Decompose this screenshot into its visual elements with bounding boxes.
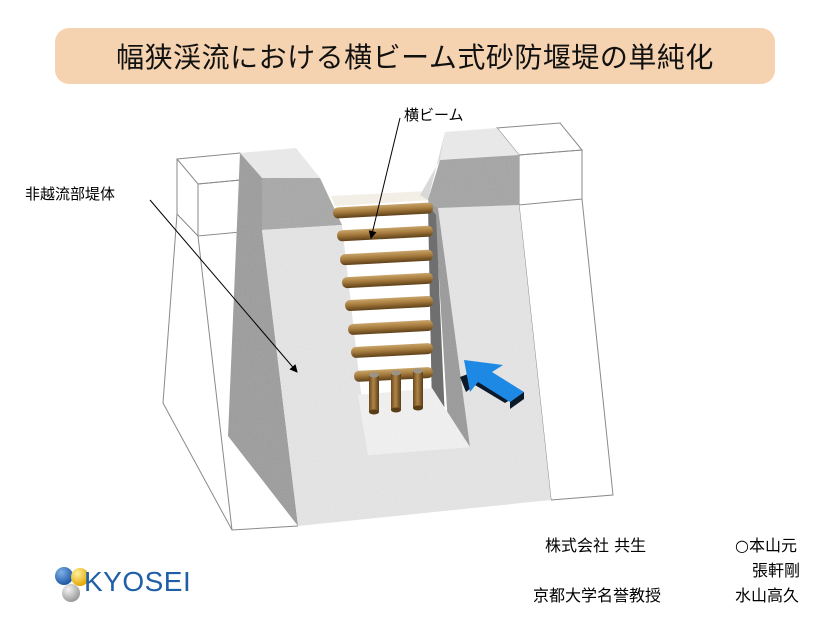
- dam-body-label: 非越流部堤体: [25, 185, 116, 203]
- vertical-piles: [369, 368, 423, 415]
- slide-title-banner: 幅狭渓流における横ビーム式砂防堰堤の単純化: [55, 28, 775, 84]
- credit-company: 株式会社 共生: [545, 536, 647, 555]
- pile-1: [369, 375, 379, 412]
- credit-university: 京都大学名誉教授: [533, 586, 662, 605]
- beam-leader-line: [368, 117, 401, 239]
- beam-label: 横ビーム: [404, 106, 464, 124]
- notch-right-wall-dark: [428, 205, 445, 420]
- dam-body-leader-line: [149, 199, 298, 373]
- logo-ball-yellow: [71, 568, 89, 586]
- slide-title: 幅狭渓流における横ビーム式砂防堰堤の単純化: [116, 41, 714, 74]
- beam-4: [342, 272, 433, 289]
- dam-front-face: [262, 205, 551, 526]
- beam-5: [345, 295, 433, 312]
- credit-author-1: ○本山元: [735, 536, 797, 555]
- left-pier-side-face: [228, 153, 298, 526]
- kyosei-logo: [55, 567, 89, 602]
- right-pier-slope: [428, 155, 519, 208]
- beam-3: [340, 249, 433, 266]
- notch-floor: [358, 388, 470, 455]
- beam-7: [351, 343, 434, 358]
- beam-6: [348, 320, 434, 335]
- logo-ball-blue: [55, 567, 73, 585]
- right-pier-slope-front: [420, 132, 445, 200]
- credit-author-2: 張軒剛: [752, 561, 801, 580]
- flow-direction-arrow: [460, 360, 524, 409]
- pile-2: [391, 373, 401, 410]
- left-pier-slope: [262, 178, 342, 230]
- logo-text: KYOSEI: [84, 566, 192, 597]
- logo-ball-gray: [62, 584, 80, 602]
- left-pier-top: [240, 148, 320, 178]
- beam-1: [333, 202, 433, 219]
- notch-right-wall: [428, 200, 470, 447]
- credit-author-3: 水山高久: [735, 586, 800, 605]
- beam-2: [337, 225, 433, 242]
- notch-back-rim: [331, 191, 432, 206]
- pile-3: [413, 371, 423, 408]
- right-pier-top: [440, 128, 519, 160]
